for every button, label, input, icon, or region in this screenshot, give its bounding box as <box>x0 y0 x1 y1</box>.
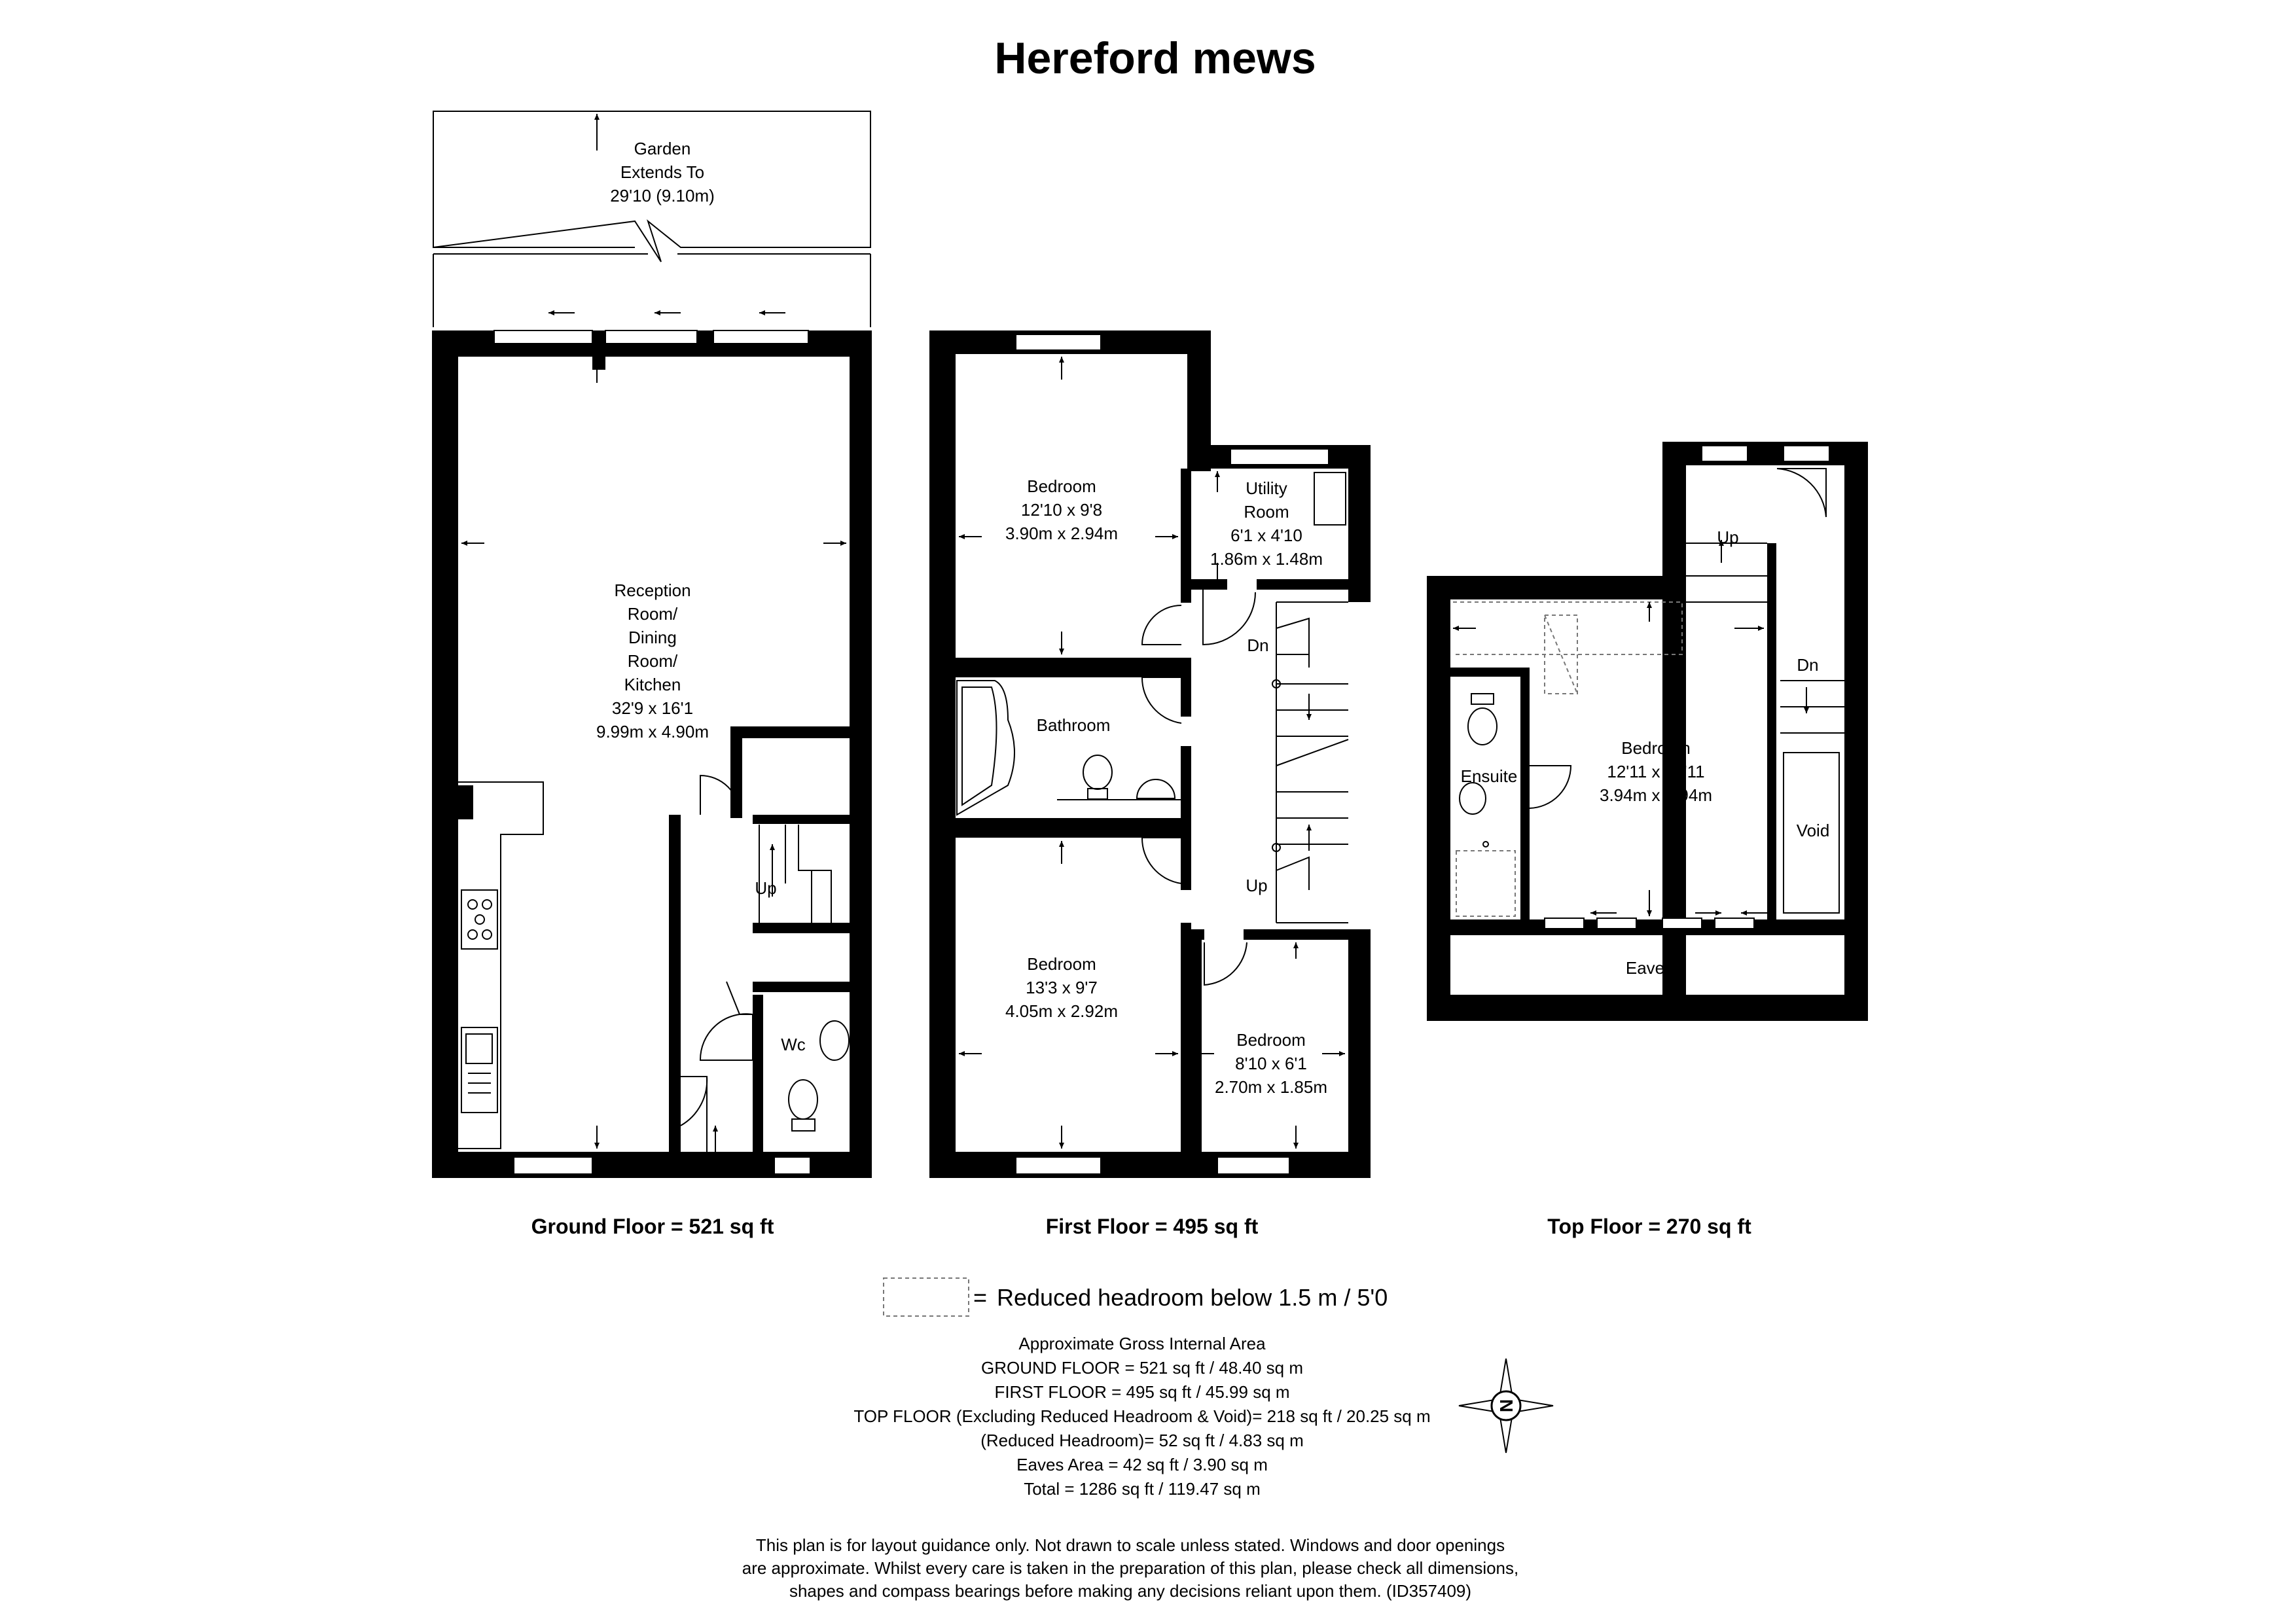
svg-text:Eaves Area = 42 sq ft / 3.90 s: Eaves Area = 42 sq ft / 3.90 sq m <box>1016 1455 1268 1474</box>
utility-room-label: Utility Room 6'1 x 4'10 1.86m x 1.48m <box>1210 478 1323 569</box>
garden-dimension: 29'10 (9.10m) <box>610 186 715 205</box>
svg-text:Bedroom: Bedroom <box>1236 1030 1306 1050</box>
bedroom-3-label: Bedroom 8'10 x 6'1 2.70m x 1.85m <box>1215 1030 1327 1097</box>
svg-text:Room: Room <box>1244 502 1289 522</box>
bedroom-1-label: Bedroom 12'10 x 9'8 3.90m x 2.94m <box>1005 476 1118 543</box>
compass-north-letter: N <box>1496 1399 1516 1412</box>
first-floor-plan: Bedroom 12'10 x 9'8 3.90m x 2.94m Utilit… <box>929 330 1371 1178</box>
svg-text:1.86m x 1.48m: 1.86m x 1.48m <box>1210 549 1323 569</box>
stairs-up-label: Up <box>1717 527 1738 547</box>
svg-text:Approximate Gross Internal Are: Approximate Gross Internal Area <box>1018 1334 1266 1353</box>
ground-floor-area-label: Ground Floor = 521 sq ft <box>531 1215 774 1238</box>
svg-text:3.90m x 2.94m: 3.90m x 2.94m <box>1005 524 1118 543</box>
top-floor-plan: Up Dn Bedroom 12'11 x 12'11 3.94m x 3.94… <box>1427 442 1868 1021</box>
svg-text:Kitchen: Kitchen <box>624 675 681 694</box>
basin-icon <box>1459 782 1486 815</box>
disclaimer: This plan is for layout guidance only. N… <box>742 1535 1519 1601</box>
wc-basin-icon <box>819 1020 850 1061</box>
void-label: Void <box>1797 821 1830 840</box>
legend-equals: = <box>973 1284 987 1311</box>
page-title: Hereford mews <box>994 33 1316 83</box>
basin-icon <box>1136 779 1176 799</box>
svg-text:are approximate. Whilst every: are approximate. Whilst every care is ta… <box>742 1558 1519 1578</box>
svg-text:FIRST FLOOR = 495 sq ft / 45.9: FIRST FLOOR = 495 sq ft / 45.99 sq m <box>994 1382 1289 1402</box>
svg-text:12'10 x 9'8: 12'10 x 9'8 <box>1021 500 1102 520</box>
svg-text:Total = 1286 sq ft / 119.47 sq: Total = 1286 sq ft / 119.47 sq m <box>1024 1479 1261 1499</box>
svg-text:13'3 x 9'7: 13'3 x 9'7 <box>1026 978 1098 997</box>
shower-icon <box>1456 841 1516 917</box>
wc-label: Wc <box>781 1035 806 1054</box>
toilet-icon <box>788 1079 818 1132</box>
svg-text:2.70m x 1.85m: 2.70m x 1.85m <box>1215 1077 1327 1097</box>
bathtub-icon <box>956 680 1015 816</box>
reduced-headroom-swatch <box>883 1277 969 1317</box>
eaves-label: Eaves <box>1626 958 1673 978</box>
svg-text:Reception: Reception <box>614 580 691 600</box>
svg-text:TOP FLOOR (Excluding Reduced H: TOP FLOOR (Excluding Reduced Headroom & … <box>853 1406 1430 1426</box>
svg-text:4.05m x 2.92m: 4.05m x 2.92m <box>1005 1001 1118 1021</box>
compass-icon: N <box>1458 1358 1554 1454</box>
toilet-icon <box>1467 693 1498 745</box>
svg-text:This plan is for layout guidan: This plan is for layout guidance only. N… <box>756 1535 1505 1555</box>
svg-text:3.94m x 3.94m: 3.94m x 3.94m <box>1600 785 1712 805</box>
first-floor-area-label: First Floor = 495 sq ft <box>1046 1215 1259 1238</box>
svg-text:8'10 x 6'1: 8'10 x 6'1 <box>1235 1054 1307 1073</box>
svg-text:32'9 x 16'1: 32'9 x 16'1 <box>612 698 693 718</box>
top-bedroom-label: Bedroom 12'11 x 12'11 3.94m x 3.94m <box>1600 738 1712 805</box>
legend-text: Reduced headroom below 1.5 m / 5'0 <box>997 1284 1388 1311</box>
svg-text:6'1 x 4'10: 6'1 x 4'10 <box>1230 526 1302 545</box>
ground-floor-plan: Garden Extends To 29'10 (9.10m) <box>432 111 872 1178</box>
svg-text:Dining: Dining <box>628 628 677 647</box>
toilet-icon <box>1083 755 1113 800</box>
stairs-up-label: Up <box>755 878 776 898</box>
top-floor-area-label: Top Floor = 270 sq ft <box>1547 1215 1751 1238</box>
svg-text:(Reduced Headroom)= 52 sq ft /: (Reduced Headroom)= 52 sq ft / 4.83 sq m <box>980 1431 1304 1450</box>
svg-text:shapes and compass bearings be: shapes and compass bearings before makin… <box>789 1581 1471 1601</box>
reception-room-label: Reception Room/ Dining Room/ Kitchen 32'… <box>596 580 709 741</box>
hob-icon <box>461 889 498 950</box>
bathroom-label: Bathroom <box>1037 715 1111 735</box>
svg-text:12'11 x 12'11: 12'11 x 12'11 <box>1607 762 1704 781</box>
kitchen-sink-icon <box>461 1027 498 1113</box>
svg-text:9.99m x 4.90m: 9.99m x 4.90m <box>596 722 709 741</box>
svg-text:GROUND FLOOR = 521 sq ft / 48.: GROUND FLOOR = 521 sq ft / 48.40 sq m <box>981 1358 1303 1378</box>
stairs-down-label: Dn <box>1797 655 1818 675</box>
stairs-down-label: Dn <box>1247 635 1268 655</box>
garden-label: Garden <box>634 139 691 158</box>
svg-text:Room/: Room/ <box>628 604 678 624</box>
legend: = Reduced headroom below 1.5 m / 5'0 <box>883 1277 1388 1317</box>
svg-text:Bedroom: Bedroom <box>1027 476 1096 496</box>
svg-text:Utility: Utility <box>1246 478 1287 498</box>
svg-text:Bedroom: Bedroom <box>1621 738 1691 758</box>
area-summary: Approximate Gross Internal Area GROUND F… <box>853 1334 1430 1499</box>
garden-area: Garden Extends To 29'10 (9.10m) <box>433 111 871 327</box>
entrance-label: In <box>702 1149 724 1177</box>
garden-extent-label: Extends To <box>620 162 704 182</box>
ensuite-label: Ensuite <box>1461 766 1518 786</box>
svg-text:Bedroom: Bedroom <box>1027 954 1096 974</box>
bedroom-2-label: Bedroom 13'3 x 9'7 4.05m x 2.92m <box>1005 954 1118 1021</box>
stairs-up-label: Up <box>1246 876 1267 895</box>
svg-text:Room/: Room/ <box>628 651 678 671</box>
